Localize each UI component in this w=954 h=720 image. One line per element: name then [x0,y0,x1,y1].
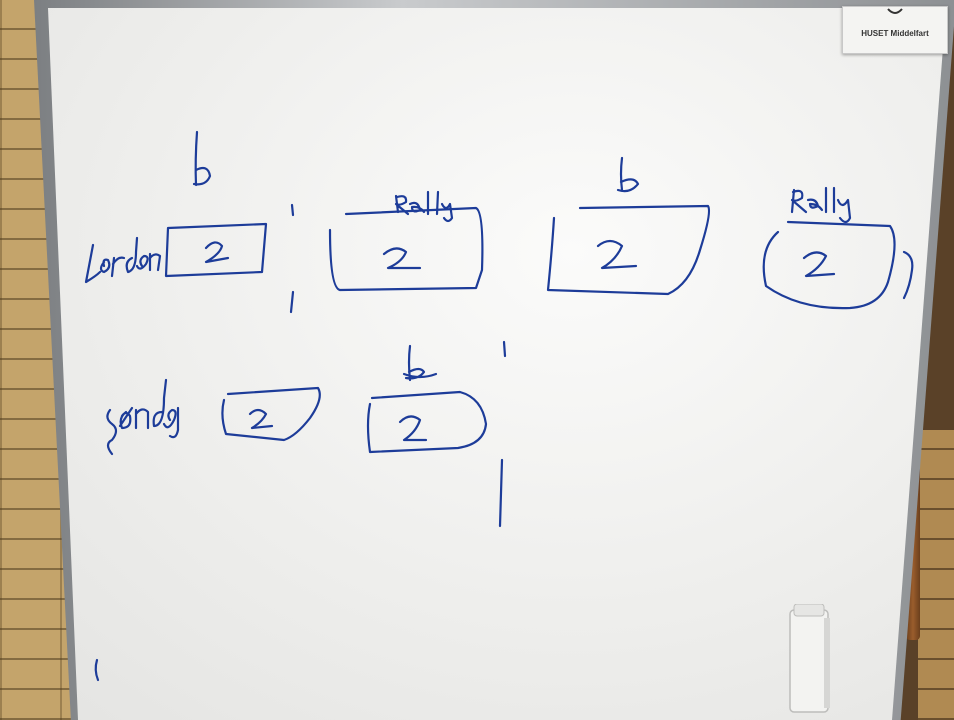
sign-text: HUSET Middelfart [861,29,929,38]
row1-box4-outline [762,220,896,310]
handwriting-sondag [106,378,180,456]
row2-box1-outline [221,386,321,442]
row1-box1-outline [164,222,268,278]
row1-box2-number-2 [382,247,422,270]
row1-box4-header-rally [790,186,852,224]
row1-box3-number-2 [596,239,638,270]
row2-box2-number-2 [398,415,428,442]
divider-line [498,458,504,528]
huset-sign: HUSET Middelfart [842,6,948,54]
whiteboard-eraser[interactable] [784,604,834,714]
brick-wall-right [918,430,954,720]
huset-logo-icon [887,8,903,14]
row1-box2-header-rally [394,190,454,223]
row2-box2-symbol-b [402,344,438,382]
row1-box1-number-2 [204,241,230,264]
row1-box4-number-2 [802,251,836,278]
row1-box3-symbol-b [616,156,640,193]
row1-box3-outline [546,204,711,296]
row1-box2-outline [328,206,484,292]
row2-box1-number-2 [248,408,274,430]
row2-box2-outline [366,390,488,454]
margin-mark [94,658,100,682]
row1-closing-brace [902,250,914,300]
divider-tick [289,290,295,314]
handwriting-lordag [84,236,162,284]
row1-box1-symbol-b [192,130,212,187]
divider-tick [290,203,295,217]
divider-tick [502,340,507,358]
